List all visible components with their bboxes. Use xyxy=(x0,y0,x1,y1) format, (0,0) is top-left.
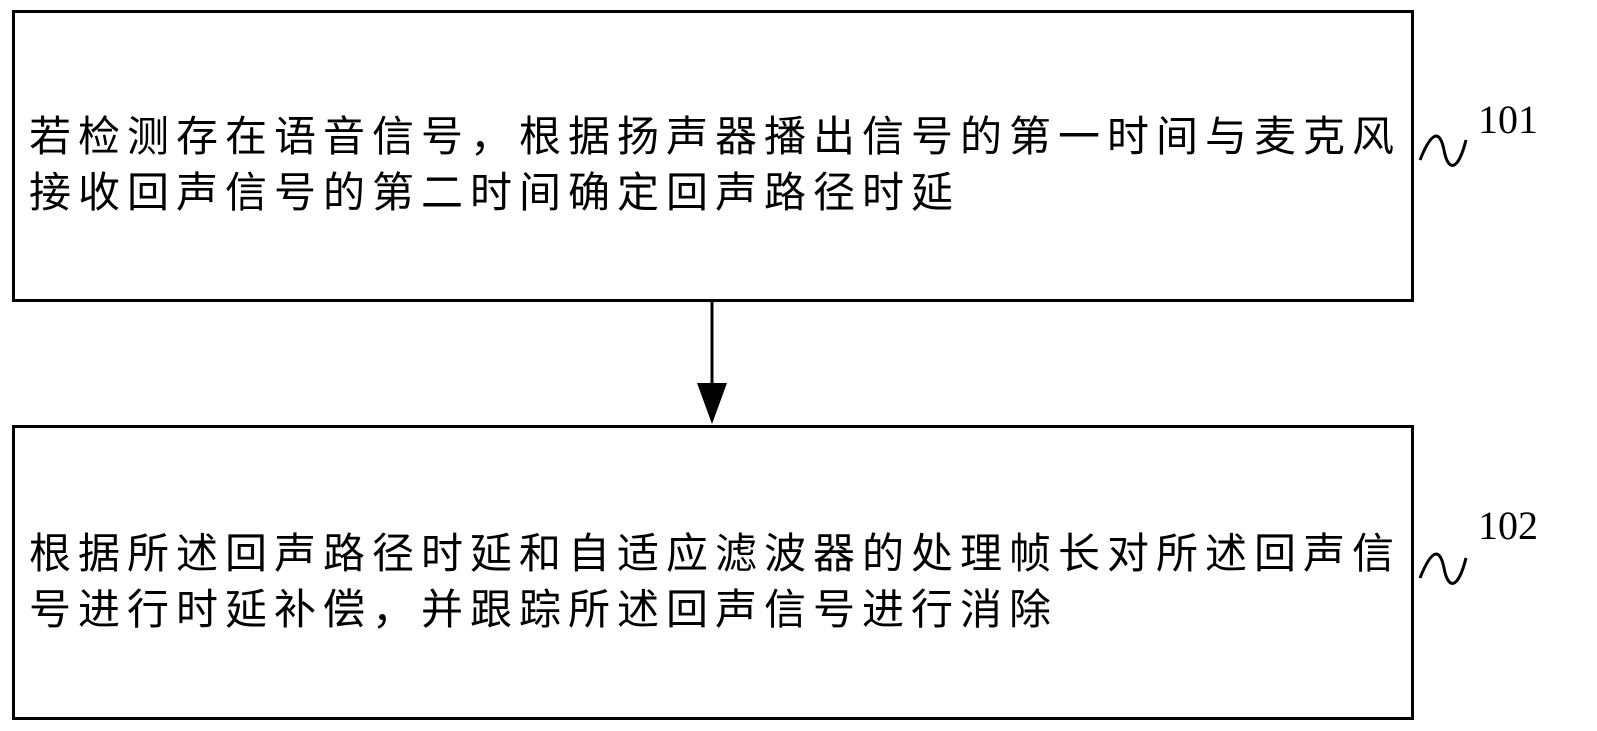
leader-102 xyxy=(1420,554,1466,583)
flow-arrow-head xyxy=(697,383,727,424)
leader-101 xyxy=(1420,136,1466,165)
step-102-label: 102 xyxy=(1478,502,1538,549)
step-101-label: 101 xyxy=(1478,96,1538,143)
